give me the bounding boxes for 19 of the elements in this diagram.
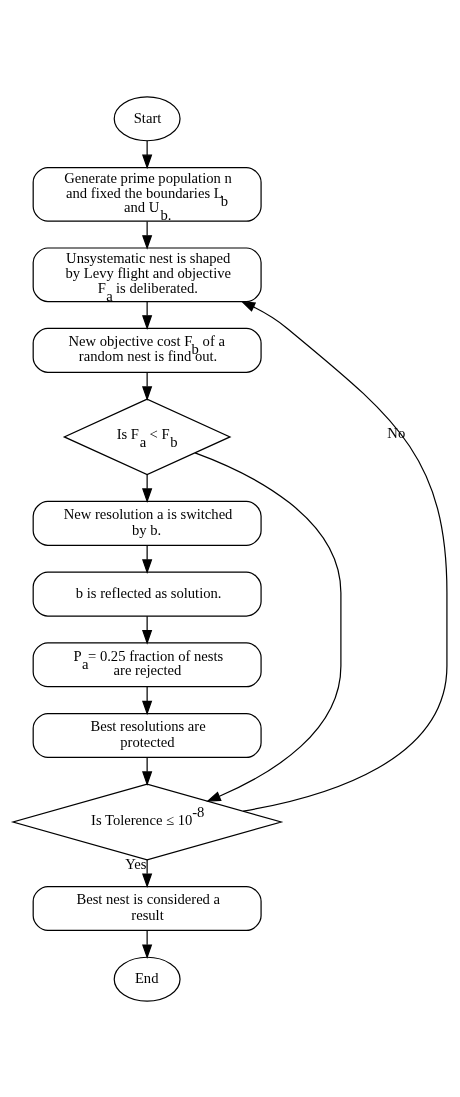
node-ellipse: Start <box>113 95 181 141</box>
arrow <box>142 371 153 401</box>
arrow <box>142 929 153 959</box>
arrow <box>142 615 153 645</box>
arrow <box>194 451 342 802</box>
node-box: Best nest is considered a result <box>32 885 262 931</box>
arrow <box>142 300 153 330</box>
arrow <box>142 544 153 574</box>
node-box: New resolution a is switched by b. <box>32 500 262 546</box>
arrow <box>142 139 153 169</box>
arrow <box>142 220 153 250</box>
node-box: b is reflected as solution. <box>32 571 262 617</box>
arrow <box>142 858 153 888</box>
node-ellipse: End <box>113 956 181 1002</box>
arrow <box>142 473 153 503</box>
arrow <box>142 756 153 786</box>
node-box: Best resolutions are protected <box>32 712 262 758</box>
arrow <box>240 300 448 812</box>
arrow <box>142 685 153 715</box>
